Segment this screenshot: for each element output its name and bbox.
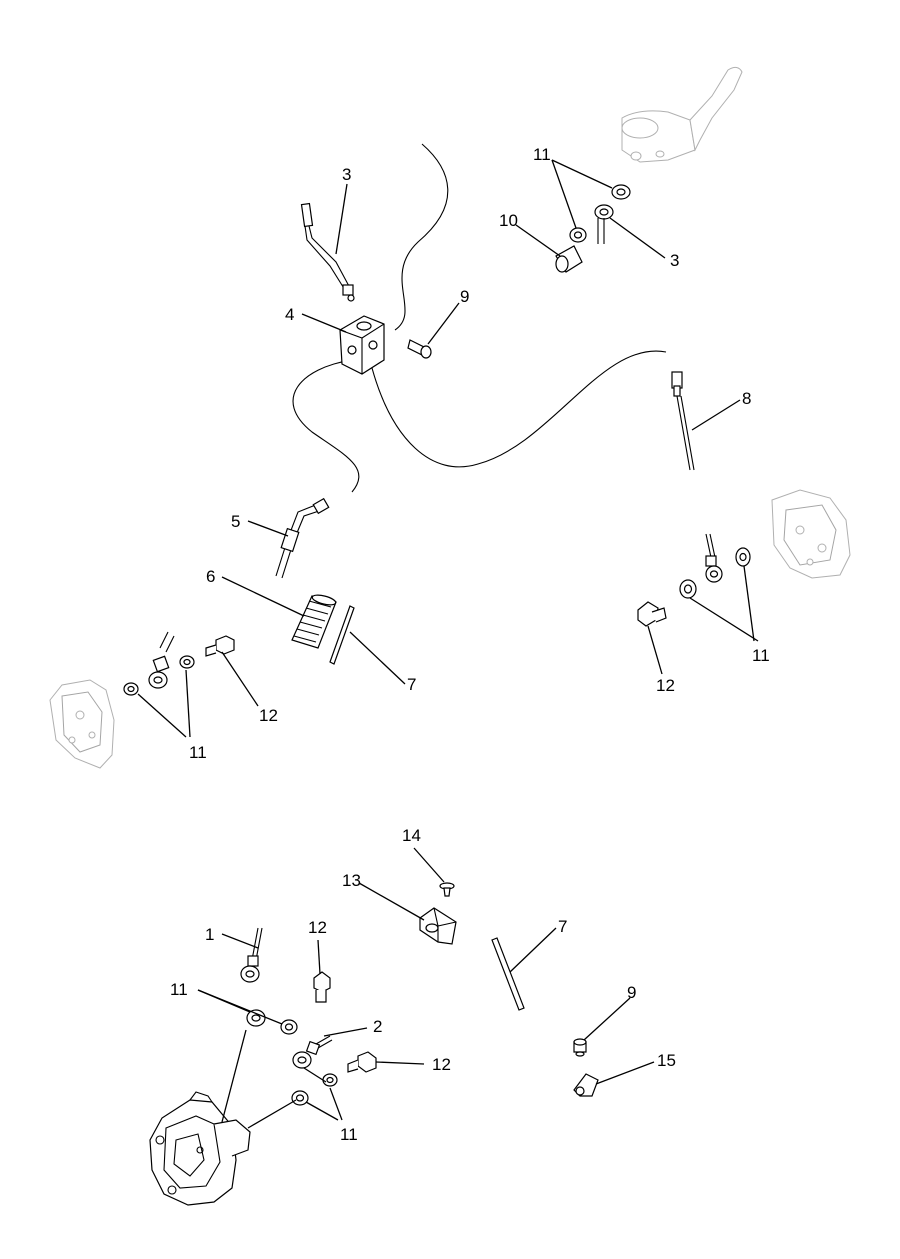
callout-3-upper-left: 3 <box>342 165 351 184</box>
part-15-bracket <box>573 1073 599 1097</box>
lower-caliper <box>149 1091 251 1206</box>
part-3-banjo-upper-right <box>594 204 614 244</box>
callout-11-upper-left: 11 <box>189 743 207 762</box>
callout-3-upper-right: 3 <box>670 251 679 270</box>
callout-12-lower-top: 12 <box>308 918 327 937</box>
callout-5: 5 <box>231 512 240 531</box>
callout-1: 1 <box>205 925 214 944</box>
brake-line-routes <box>292 143 667 493</box>
part-5-brake-line <box>275 497 330 579</box>
part-12-bolt-lower-right <box>347 1051 377 1073</box>
callout-8: 8 <box>742 389 751 408</box>
part-8-brake-line <box>671 371 695 471</box>
right-caliper-fittings <box>637 533 751 627</box>
part-11-washers-upper-left <box>123 631 195 696</box>
callout-6: 6 <box>206 567 215 586</box>
callout-labels: 3 4 9 5 6 7 12 11 11 10 3 8 11 12 14 13 … <box>170 145 770 1144</box>
part-1-brake-line <box>240 927 263 983</box>
callout-11-lower-top: 11 <box>170 980 188 999</box>
callout-14: 14 <box>402 826 421 845</box>
part-11-washers-upper-right <box>569 184 631 243</box>
callout-11-right-caliper: 11 <box>752 646 770 665</box>
part-4-junction-block <box>339 315 385 375</box>
callout-12-right: 12 <box>656 676 675 695</box>
callout-15: 15 <box>657 1051 676 1070</box>
part-14-screw <box>439 882 455 897</box>
part-9-bleeder-lower <box>573 1038 587 1057</box>
part-10-banjo-bolt <box>555 245 583 273</box>
right-caliper-ghost <box>771 489 851 579</box>
callout-7-upper: 7 <box>407 675 416 694</box>
part-11-washers-lower-bottom <box>291 1073 338 1106</box>
part-7-rod-lower <box>491 937 525 1011</box>
callout-leaders <box>137 159 759 1129</box>
master-cylinder-ghost <box>621 66 743 163</box>
left-caliper-ghost <box>49 679 115 769</box>
part-2-brake-line <box>292 1035 333 1069</box>
part-12-bolt-upper-left <box>205 635 235 657</box>
callout-2: 2 <box>373 1017 382 1036</box>
part-12-bolt-lower-top <box>313 971 331 1003</box>
callout-13: 13 <box>342 871 361 890</box>
part-6-spring-guard <box>291 594 337 649</box>
callout-9-upper: 9 <box>460 287 469 306</box>
callout-10: 10 <box>499 211 518 230</box>
callout-11-upper-right: 11 <box>533 145 551 164</box>
callout-12-lower-right: 12 <box>432 1055 451 1074</box>
callout-4: 4 <box>285 305 294 324</box>
part-3-brake-line <box>300 202 355 302</box>
callout-9-lower: 9 <box>627 983 636 1002</box>
part-7-rod-upper <box>329 605 355 665</box>
part-13-clamp <box>419 907 457 945</box>
callout-11-lower-bottom: 11 <box>340 1125 358 1144</box>
part-11-washers-lower-top <box>246 1009 298 1035</box>
part-9-bleeder-upper <box>407 339 432 359</box>
callout-7-lower: 7 <box>558 917 567 936</box>
callout-12-upper-left: 12 <box>259 706 278 725</box>
